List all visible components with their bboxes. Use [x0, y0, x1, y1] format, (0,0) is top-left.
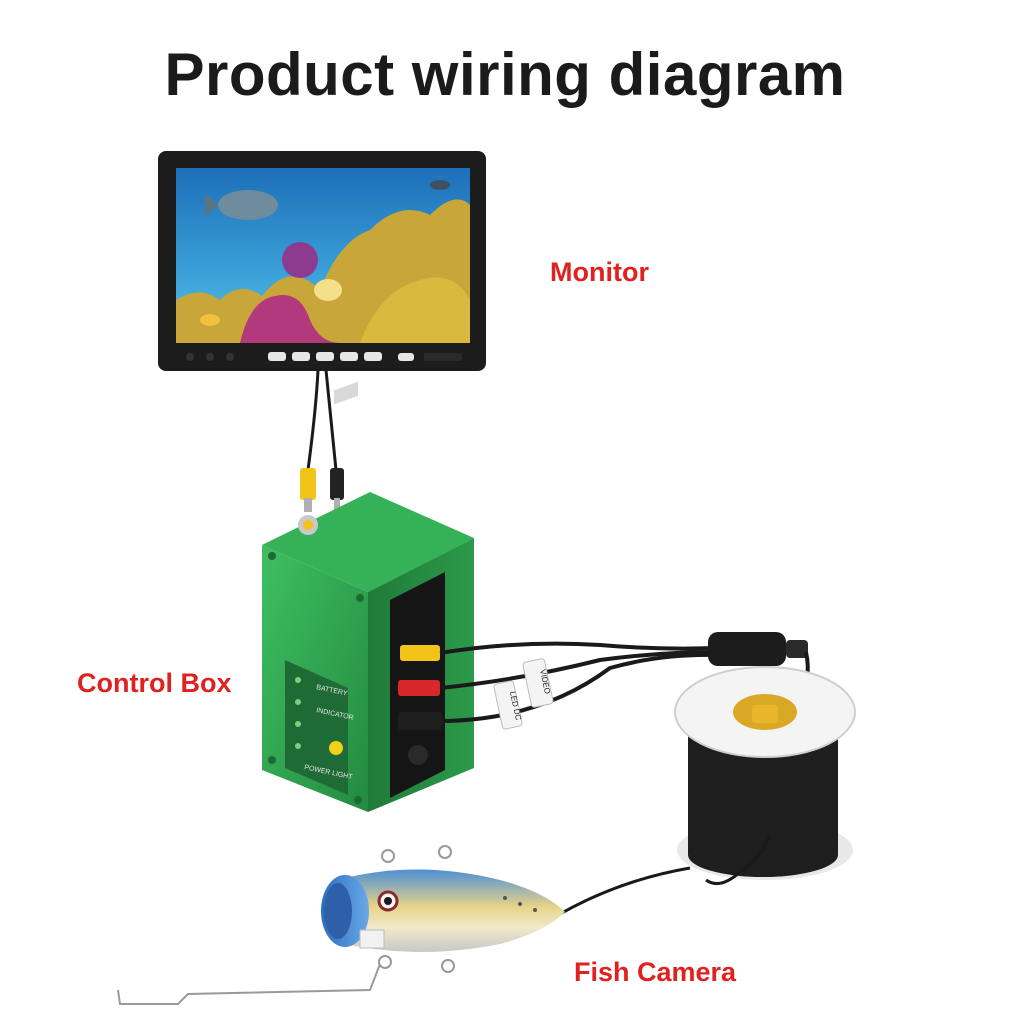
fish-camera	[117, 845, 691, 1005]
led-tag	[493, 680, 523, 730]
control-box	[262, 381, 474, 812]
battery-led	[295, 677, 301, 683]
monitor-cables	[300, 369, 344, 512]
fish-yellow	[314, 279, 342, 301]
mount-ring	[381, 849, 395, 863]
monitor-button	[340, 352, 358, 361]
monitor-label: Monitor	[550, 257, 649, 287]
rca-yellow-socket	[400, 645, 440, 661]
monitor-button	[268, 352, 286, 361]
cable-spool	[674, 666, 856, 886]
charge-port	[408, 745, 428, 765]
mount-ring	[441, 959, 455, 973]
monitor	[158, 151, 486, 371]
fish-big	[218, 190, 278, 220]
monitor-power-button	[398, 353, 414, 361]
power-switch	[329, 741, 343, 755]
fish-small	[200, 314, 220, 326]
wire-hook	[117, 963, 381, 1005]
monitor-sensor	[186, 353, 194, 361]
fish-small-2	[430, 180, 450, 190]
coral-pink	[240, 295, 340, 343]
indicator-panel	[285, 660, 348, 795]
monitor-button	[364, 352, 382, 361]
coral-purple	[282, 242, 318, 278]
fish-camera-body	[345, 869, 565, 952]
camera-tether	[559, 866, 691, 916]
mount-ring	[378, 955, 392, 969]
rca-red-socket	[398, 680, 440, 696]
cable-junction	[708, 632, 786, 666]
control-box-label: Control Box	[77, 668, 232, 698]
control-box-top	[262, 492, 474, 592]
rca-yellow-plug	[300, 468, 316, 500]
fish-camera-label: Fish Camera	[574, 957, 737, 987]
dc-plug	[330, 468, 344, 500]
dc-socket	[398, 712, 442, 730]
video-tag	[522, 658, 554, 708]
page-title: Product wiring diagram	[164, 41, 846, 108]
camera-cables: VIDEO LED DC	[439, 632, 810, 730]
monitor-button	[292, 352, 310, 361]
mount-ring	[438, 845, 452, 859]
coral-yellow	[360, 277, 470, 343]
monitor-button	[316, 352, 334, 361]
indicator-led	[295, 699, 301, 705]
